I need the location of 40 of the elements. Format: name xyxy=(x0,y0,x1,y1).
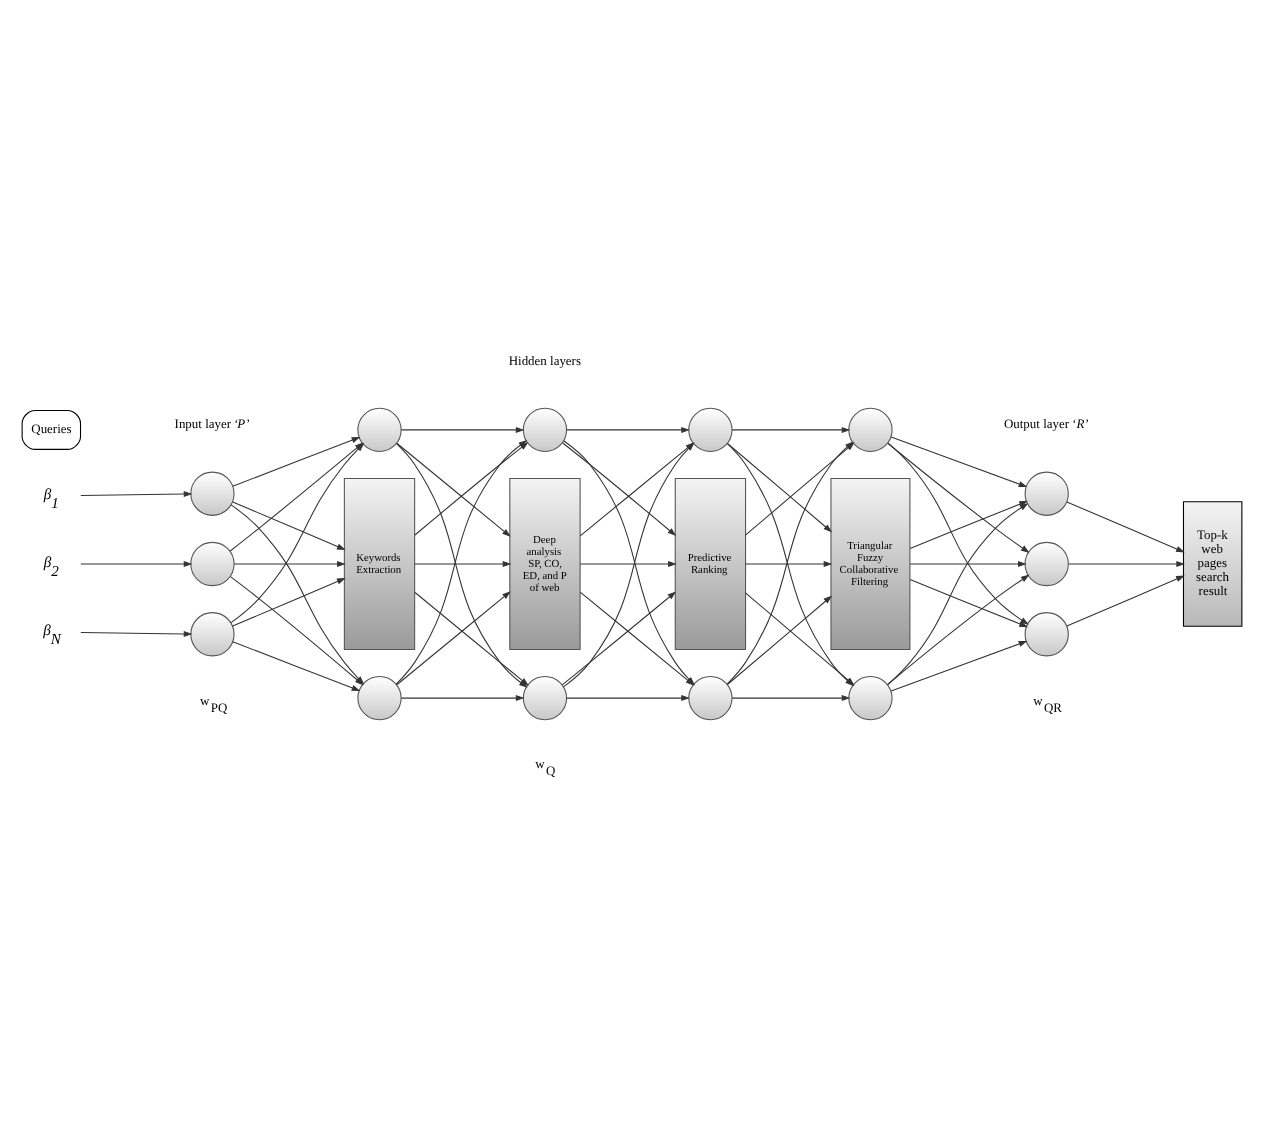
node-circle xyxy=(190,470,235,515)
arrow xyxy=(232,640,361,691)
arrow xyxy=(1066,574,1185,626)
arrow xyxy=(1066,500,1185,552)
arrow xyxy=(579,441,695,536)
node-circle xyxy=(190,611,235,656)
node-circle xyxy=(1024,540,1069,586)
arrow xyxy=(232,577,346,626)
arrow xyxy=(396,441,511,536)
node-circle xyxy=(190,540,235,586)
arrow xyxy=(562,441,677,536)
node-circle xyxy=(1024,611,1069,656)
arrow xyxy=(80,490,193,497)
arrow xyxy=(726,441,833,532)
arrow xyxy=(890,435,1028,486)
arrow xyxy=(726,594,833,685)
arrow xyxy=(887,502,1029,685)
arrow xyxy=(561,590,677,685)
arrow xyxy=(731,425,851,432)
node-circle xyxy=(522,406,568,452)
arrow xyxy=(566,425,690,432)
arrow xyxy=(400,425,525,432)
arrow xyxy=(909,578,1028,627)
arrow xyxy=(745,559,833,567)
arrow xyxy=(400,694,525,701)
arrow xyxy=(233,559,346,567)
arrow xyxy=(579,559,677,567)
arrow xyxy=(887,573,1030,685)
arrow xyxy=(890,640,1028,691)
arrow xyxy=(80,629,193,636)
arrow xyxy=(731,694,851,701)
arrow xyxy=(232,500,346,549)
node-circle xyxy=(1024,470,1069,515)
arrow xyxy=(232,435,361,486)
arrow xyxy=(396,590,511,685)
arrow xyxy=(909,559,1027,567)
arrow xyxy=(80,559,193,567)
arrow xyxy=(414,559,512,567)
arrow xyxy=(1068,559,1185,567)
arrow xyxy=(566,694,690,701)
